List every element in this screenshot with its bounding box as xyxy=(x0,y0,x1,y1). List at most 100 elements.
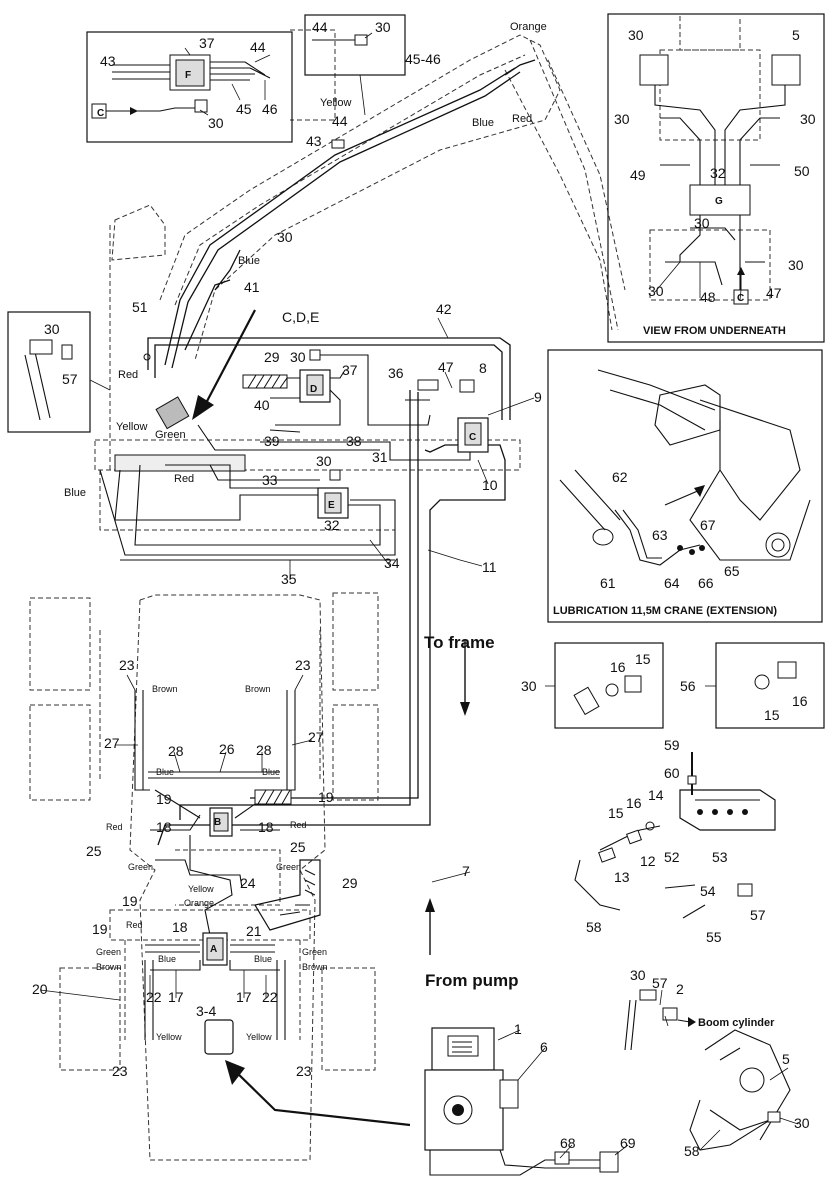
label-5: 5 xyxy=(782,1051,790,1067)
label-66: 66 xyxy=(698,575,714,591)
lubrication-pump xyxy=(424,1027,619,1176)
label-59: 59 xyxy=(664,737,680,753)
color-green: Green xyxy=(155,429,186,441)
label-30: 30 xyxy=(277,229,293,245)
color-brown: Brown xyxy=(152,684,178,694)
distributor-e-block xyxy=(317,469,349,519)
color-red: Red xyxy=(106,822,123,832)
label-32: 32 xyxy=(324,517,340,533)
label-30: 30 xyxy=(794,1115,810,1131)
label-40: 40 xyxy=(254,397,270,413)
distributor-53 xyxy=(574,752,776,919)
label-30: 30 xyxy=(375,19,391,35)
inset-view-underneath xyxy=(607,13,825,343)
color-yellow: Yellow xyxy=(156,1032,182,1042)
color-green: Green xyxy=(276,862,301,872)
label-30: 30 xyxy=(208,115,224,131)
label-18: 18 xyxy=(172,919,188,935)
label-29: 29 xyxy=(264,349,280,365)
color-yellow: Yellow xyxy=(188,884,214,894)
label-36: 36 xyxy=(388,365,404,381)
color-blue: Blue xyxy=(254,954,272,964)
label-62: 62 xyxy=(612,469,628,485)
color-yellow: Yellow xyxy=(116,421,147,433)
label-1: 1 xyxy=(514,1021,522,1037)
label-9: 9 xyxy=(534,389,542,405)
label-16: 16 xyxy=(792,693,808,709)
label-46: 46 xyxy=(262,101,278,117)
distributor-g-label: G xyxy=(715,196,723,207)
label-57: 57 xyxy=(652,975,668,991)
label-56: 56 xyxy=(680,678,696,694)
label-23: 23 xyxy=(112,1063,128,1079)
label-24: 24 xyxy=(240,875,256,891)
boom-cylinder-detail xyxy=(624,989,791,1151)
label-39: 39 xyxy=(264,433,280,449)
color-green: Green xyxy=(128,862,153,872)
leader-lines xyxy=(39,261,799,1159)
distributor-ref-c: C xyxy=(97,108,104,119)
color-brown: Brown xyxy=(245,684,271,694)
inset-fitting-57 xyxy=(7,311,111,433)
label-43: 43 xyxy=(100,53,116,69)
color-blue: Blue xyxy=(262,767,280,777)
label-23: 23 xyxy=(296,1063,312,1079)
label-47: 47 xyxy=(438,359,454,375)
label-30: 30 xyxy=(628,27,644,43)
label-25: 25 xyxy=(290,839,306,855)
label-32: 32 xyxy=(710,165,726,181)
color-yellow: Yellow xyxy=(320,97,351,109)
label-30: 30 xyxy=(614,111,630,127)
label-35: 35 xyxy=(281,571,297,587)
label-57: 57 xyxy=(750,907,766,923)
label-58: 58 xyxy=(684,1143,700,1159)
label-67: 67 xyxy=(700,517,716,533)
color-red: Red xyxy=(512,113,532,125)
boom-connector xyxy=(331,139,345,149)
label-c-d-e: C,D,E xyxy=(282,309,319,325)
label-50: 50 xyxy=(794,163,810,179)
label-48: 48 xyxy=(700,289,716,305)
inset-connector-44 xyxy=(304,14,406,116)
label-69: 69 xyxy=(620,1135,636,1151)
label-15: 15 xyxy=(635,651,651,667)
inset-distributor-f xyxy=(86,31,293,143)
label-45-46: 45-46 xyxy=(405,51,441,67)
label-12: 12 xyxy=(640,853,656,869)
caption-boom-cylinder: Boom cylinder xyxy=(698,1017,775,1029)
label-10: 10 xyxy=(482,477,498,493)
label-58: 58 xyxy=(586,919,602,935)
label-37: 37 xyxy=(199,35,215,51)
distributor-a-label: A xyxy=(210,944,217,955)
caption-view-underneath: VIEW FROM UNDERNEATH xyxy=(643,325,786,337)
label-55: 55 xyxy=(706,929,722,945)
label-33: 33 xyxy=(262,472,278,488)
label-23: 23 xyxy=(119,657,135,673)
label-44: 44 xyxy=(332,113,348,129)
label-53: 53 xyxy=(712,849,728,865)
from-pump-arrow-head xyxy=(425,898,435,912)
label-65: 65 xyxy=(724,563,740,579)
label-29: 29 xyxy=(342,875,358,891)
label-16: 16 xyxy=(626,795,642,811)
label-19: 19 xyxy=(156,791,172,807)
label-37: 37 xyxy=(342,362,358,378)
distributor-ref-c: C xyxy=(737,293,744,304)
color-blue: Blue xyxy=(238,255,260,267)
distributor-d-label: D xyxy=(310,384,317,395)
color-blue: Blue xyxy=(472,117,494,129)
label-2: 2 xyxy=(676,981,684,997)
label-64: 64 xyxy=(664,575,680,591)
color-blue: Blue xyxy=(158,954,176,964)
label-22: 22 xyxy=(262,989,278,1005)
label-19: 19 xyxy=(122,893,138,909)
distributor-f-label: F xyxy=(185,70,191,81)
label-45: 45 xyxy=(236,101,252,117)
crane-hose-routing xyxy=(99,309,511,846)
label-42: 42 xyxy=(436,301,452,317)
label-25: 25 xyxy=(86,843,102,859)
color-orange: Orange xyxy=(510,21,547,33)
label-14: 14 xyxy=(648,787,664,803)
label-5: 5 xyxy=(792,27,800,43)
